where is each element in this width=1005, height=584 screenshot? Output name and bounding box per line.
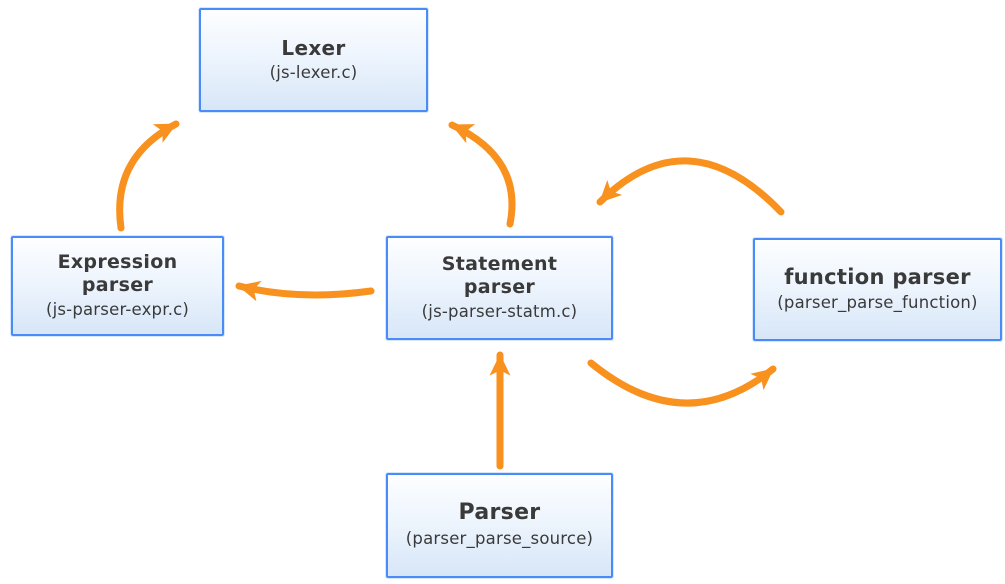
node-expression-parser: Expression parser (js-parser-expr.c)	[11, 236, 224, 336]
node-parser-subtitle: (parser_parse_source)	[405, 529, 594, 549]
edge-statement-parser-to-lexer	[448, 121, 516, 228]
edge-expression-parser-to-lexer	[116, 120, 180, 232]
edge-function-parser-to-statement-parser	[596, 157, 785, 216]
node-function-parser: function parser (parser_parse_function)	[753, 238, 1002, 341]
node-statement-parser-title: Statement parser	[441, 253, 558, 299]
node-expression-parser-title: Expression parser	[57, 251, 178, 297]
node-parser-title: Parser	[458, 500, 541, 526]
node-lexer-subtitle: (js-lexer.c)	[269, 62, 358, 82]
node-parser: Parser (parser_parse_source)	[386, 473, 613, 578]
edge-statement-parser-to-expression-parser	[235, 280, 375, 302]
node-function-parser-subtitle: (parser_parse_function)	[777, 292, 978, 312]
node-expression-parser-subtitle: (js-parser-expr.c)	[45, 299, 190, 319]
node-statement-parser-subtitle: (js-parser-statm.c)	[421, 301, 578, 321]
node-lexer: Lexer (js-lexer.c)	[199, 8, 428, 112]
node-function-parser-title: function parser	[784, 265, 971, 290]
node-lexer-title: Lexer	[281, 36, 346, 61]
edge-statement-parser-to-function-parser	[587, 359, 777, 407]
node-statement-parser: Statement parser (js-parser-statm.c)	[386, 236, 613, 340]
